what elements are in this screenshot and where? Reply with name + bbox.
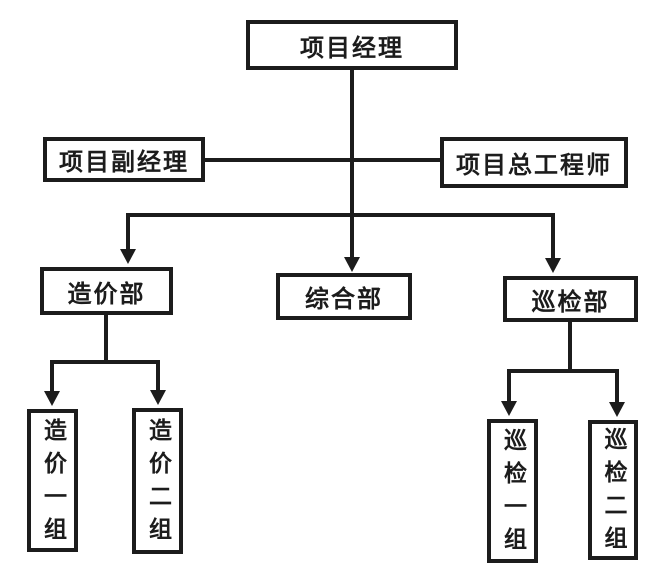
arrow-cost-group-1 <box>44 391 60 406</box>
arrow-cost-group-2 <box>150 390 166 405</box>
arrow-cost-dept <box>120 249 136 264</box>
node-inspection-group-1: 巡检一组 <box>487 419 538 563</box>
arrow-general-dept <box>344 257 360 272</box>
node-cost-group-1: 造价一组 <box>27 409 78 552</box>
node-deputy-manager: 项目副经理 <box>43 137 205 182</box>
node-project-manager: 项目经理 <box>246 20 458 70</box>
arrow-inspection-dept <box>545 258 561 273</box>
node-inspection-dept: 巡检部 <box>503 276 638 322</box>
node-general-dept: 综合部 <box>276 273 412 320</box>
arrow-inspection-group-2 <box>609 402 625 417</box>
node-cost-dept: 造价部 <box>40 267 173 315</box>
arrow-inspection-group-1 <box>501 401 517 416</box>
node-chief-engineer: 项目总工程师 <box>440 137 628 188</box>
node-inspection-group-2: 巡检二组 <box>588 420 638 560</box>
node-cost-group-2: 造价二组 <box>132 408 183 554</box>
